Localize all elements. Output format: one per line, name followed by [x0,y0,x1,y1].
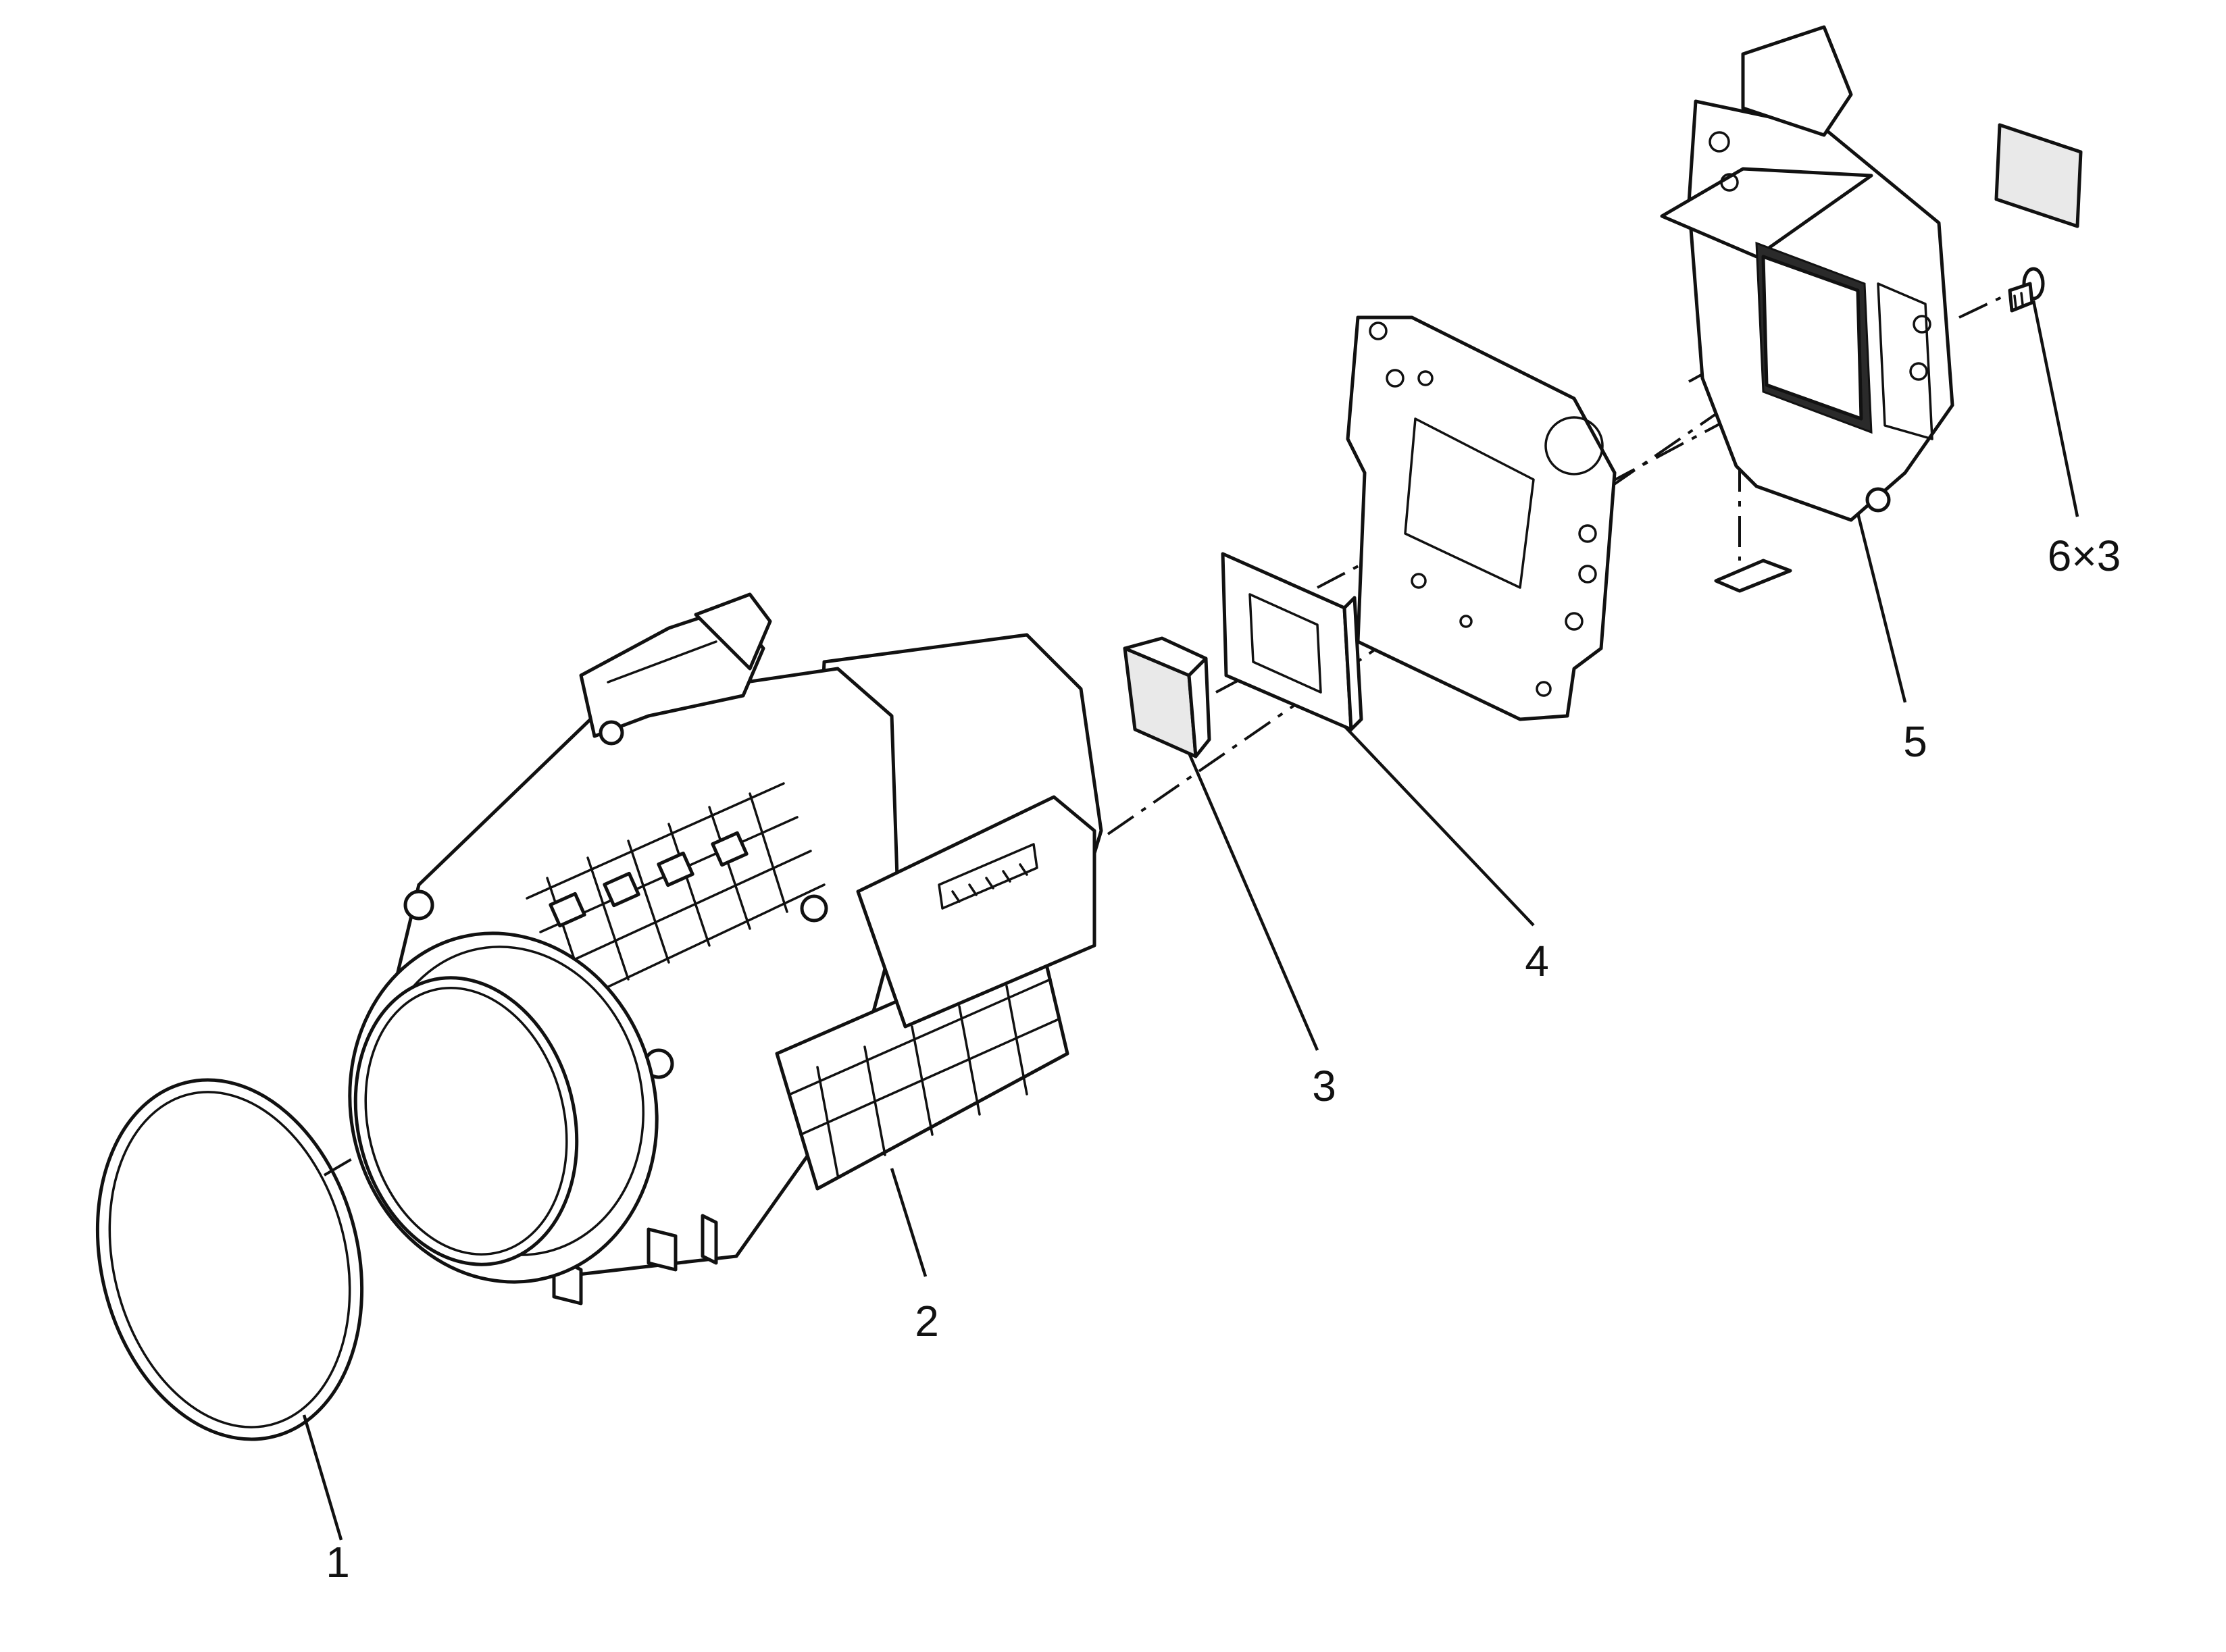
callout-3: 3 [1312,1062,1336,1110]
optical-filter-part [1123,636,1211,758]
callout-1: 1 [326,1538,350,1586]
screw-part [2008,267,2045,313]
lens-block-top-grid [526,782,826,1001]
ccd-mounting-plate [1346,315,1617,721]
o-ring-part [95,1078,364,1441]
callout-5: 5 [1903,717,1927,766]
rubber-gasket-part [1221,552,1363,731]
lens-block-assembly [348,592,1103,1306]
callout-4: 4 [1525,937,1549,985]
callout-2: 2 [915,1297,939,1345]
leader-lines [302,300,2079,1541]
ccd-block-part [1660,25,2083,593]
callout-6: 6×3 [2048,532,2121,580]
